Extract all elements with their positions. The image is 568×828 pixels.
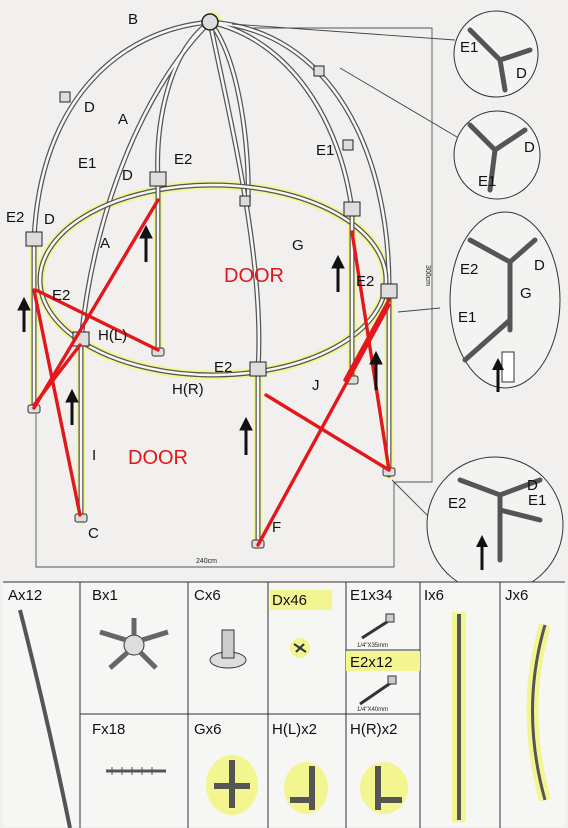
label-b: B	[128, 11, 138, 28]
detail-label-e2-1: E2	[460, 261, 478, 278]
label-e2-1: E2	[174, 151, 192, 168]
detail-circle-4	[426, 456, 564, 594]
part-g-label: Gx6	[194, 721, 222, 738]
label-e2-2: E2	[6, 209, 24, 226]
label-door-2: DOOR	[128, 447, 188, 469]
detail-label-g: G	[520, 285, 532, 302]
label-i: I	[92, 447, 96, 464]
width-dimension: 240cm	[196, 558, 217, 565]
part-i-leg	[452, 612, 466, 822]
part-e1-size: 1/4"X35mm	[357, 643, 388, 649]
part-d-wingnut	[290, 638, 310, 658]
detail-label-d-2: D	[524, 139, 535, 156]
label-j: J	[312, 377, 320, 394]
part-e2-size: 1/4"X40mm	[357, 707, 388, 713]
label-d-1: D	[84, 99, 95, 116]
label-c: C	[88, 525, 99, 542]
label-e1-2: E1	[316, 142, 334, 159]
label-d-2: D	[122, 167, 133, 184]
part-e1-bolt	[361, 613, 395, 640]
label-e2-5: E2	[214, 359, 232, 376]
label-hr: H(R)	[172, 381, 204, 398]
label-door-1: DOOR	[224, 265, 284, 287]
part-hl-joint	[284, 762, 328, 814]
part-g-joint	[206, 755, 258, 815]
label-hl: H(L)	[98, 327, 127, 344]
parts-table: Ax12 Bx1 Cx6 Dx46 E1x34 1/4"X35mm E2x12 …	[3, 581, 565, 828]
label-d-3: D	[44, 211, 55, 228]
detail-label-e1-2: E1	[478, 173, 496, 190]
part-f-stake	[106, 767, 166, 775]
label-a-2: A	[100, 235, 110, 252]
label-a-1: A	[118, 111, 128, 128]
assembly-labels: B D A E1 D E2 E1 E2 D A G DOOR E2 E2 H(L…	[6, 11, 546, 542]
part-j-beam	[526, 623, 551, 802]
dimension-frame: 300cm 240cm	[35, 27, 433, 568]
part-i-label: Ix6	[424, 587, 444, 604]
part-a-pole	[18, 609, 72, 828]
label-f: F	[272, 519, 281, 536]
part-hl-label: H(L)x2	[272, 721, 317, 738]
part-e2-bolt	[359, 675, 397, 706]
cross-braces	[32, 198, 391, 547]
height-dimension: 300cm	[424, 265, 431, 286]
direction-arrows	[17, 224, 383, 455]
part-b-hub	[99, 618, 169, 670]
label-e2-4: E2	[52, 287, 70, 304]
part-a-label: Ax12	[8, 587, 42, 604]
part-e2-label: E2x12	[350, 654, 393, 671]
detail-label-e2-2: E2	[448, 495, 466, 512]
detail-label-d-4: D	[527, 477, 538, 494]
label-g: G	[292, 237, 304, 254]
part-hr-label: H(R)x2	[350, 721, 398, 738]
detail-label-e1-4: E1	[528, 492, 546, 509]
part-hr-joint	[360, 762, 408, 814]
part-b-label: Bx1	[92, 587, 118, 604]
part-c-base	[209, 629, 247, 669]
legs	[27, 177, 396, 549]
ring-beams	[37, 182, 389, 378]
detail-circle-3	[449, 211, 561, 389]
detail-label-e1-3: E1	[458, 309, 476, 326]
part-f-label: Fx18	[92, 721, 125, 738]
detail-callouts	[231, 10, 564, 594]
label-e2-3: E2	[356, 273, 374, 290]
roof-arches	[31, 19, 392, 373]
top-hub	[201, 13, 219, 31]
part-d-label: Dx46	[272, 592, 307, 609]
detail-label-d-3: D	[534, 257, 545, 274]
part-e1-label: E1x34	[350, 587, 393, 604]
detail-label-d-1: D	[516, 65, 527, 82]
label-e1-1: E1	[78, 155, 96, 172]
detail-label-e1-1: E1	[460, 39, 478, 56]
part-c-label: Cx6	[194, 587, 221, 604]
part-j-label: Jx6	[505, 587, 528, 604]
